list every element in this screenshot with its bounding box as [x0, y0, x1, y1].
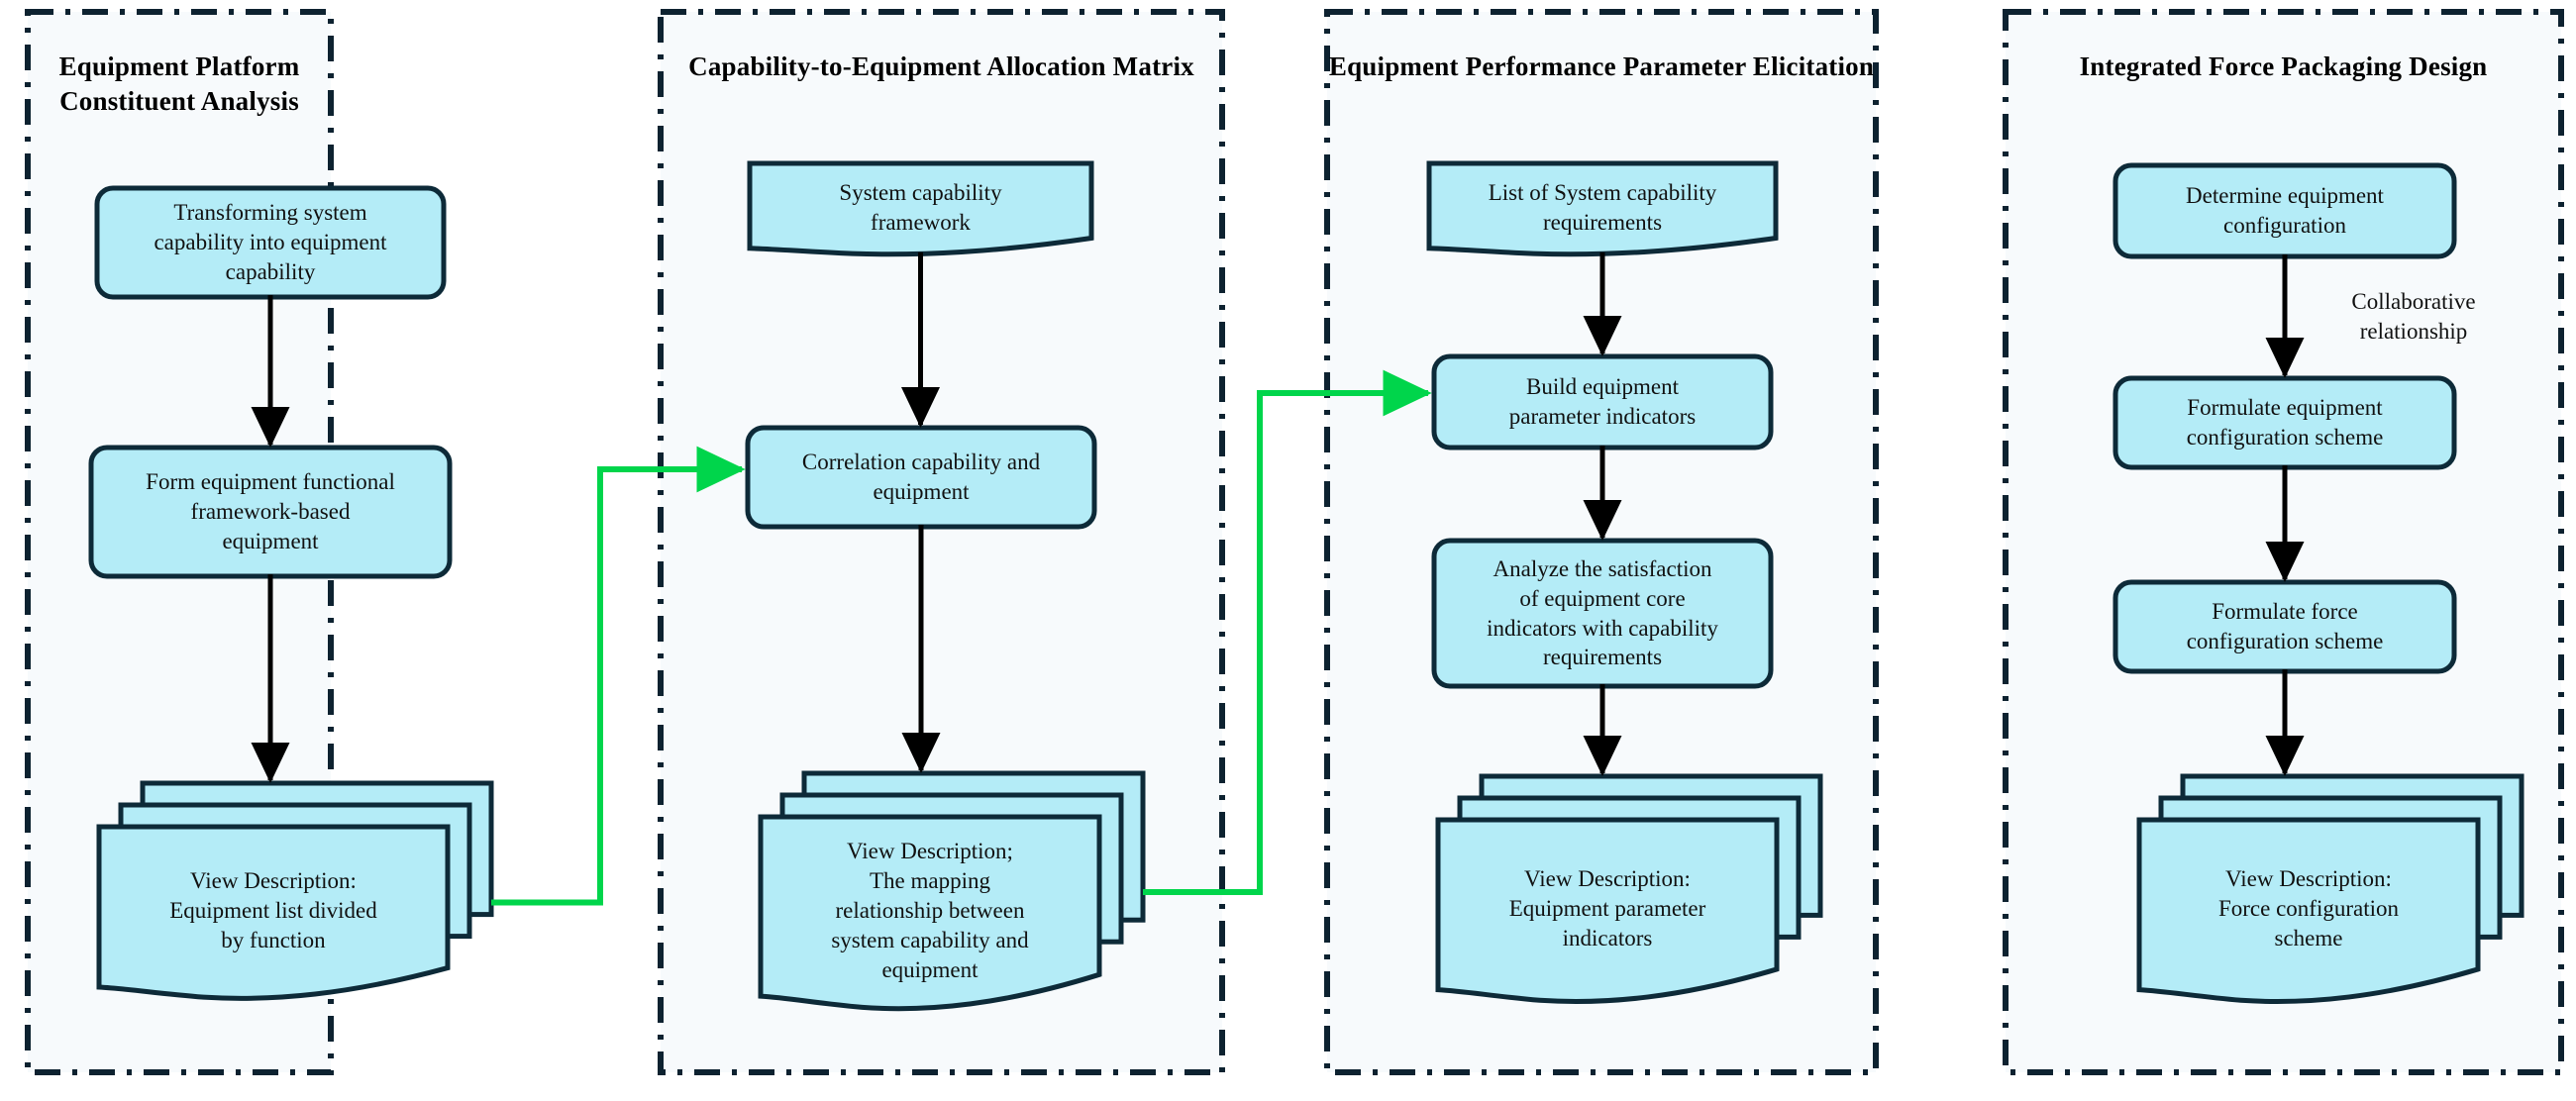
node-n3-build[interactable]: [1431, 353, 1774, 450]
node-n1-view[interactable]: [96, 824, 451, 1001]
node-n2-view[interactable]: [758, 814, 1102, 1012]
node-n4-formulate-eq[interactable]: [2112, 375, 2457, 470]
edge-green-n2view-n3build: [1143, 369, 1432, 895]
edge-green-n1view-n2correlation: [491, 446, 746, 906]
panel-title-4: Integrated Force Packaging Design: [2079, 51, 2488, 81]
edge-label-collaborative: Collaborative relationship: [2351, 289, 2476, 344]
node-n2-correlation[interactable]: [745, 425, 1097, 530]
node-n4-formulate-force[interactable]: [2112, 579, 2457, 674]
node-n1-form[interactable]: [88, 445, 453, 579]
panel-title-1: Equipment Platform Constituent Analysis: [58, 51, 300, 116]
panel-title-3: Equipment Performance Parameter Elicitat…: [1328, 51, 1875, 81]
node-n3-view[interactable]: [1435, 817, 1780, 1005]
panel-title-2: Capability-to-Equipment Allocation Matri…: [688, 51, 1194, 81]
node-n4-view[interactable]: [2136, 817, 2481, 1005]
node-n3-analyze[interactable]: [1431, 538, 1774, 689]
node-n2-framework[interactable]: [747, 160, 1094, 257]
node-n1-transform[interactable]: [94, 185, 447, 300]
node-n3-list[interactable]: [1426, 160, 1779, 257]
node-n4-determine[interactable]: [2112, 162, 2457, 259]
